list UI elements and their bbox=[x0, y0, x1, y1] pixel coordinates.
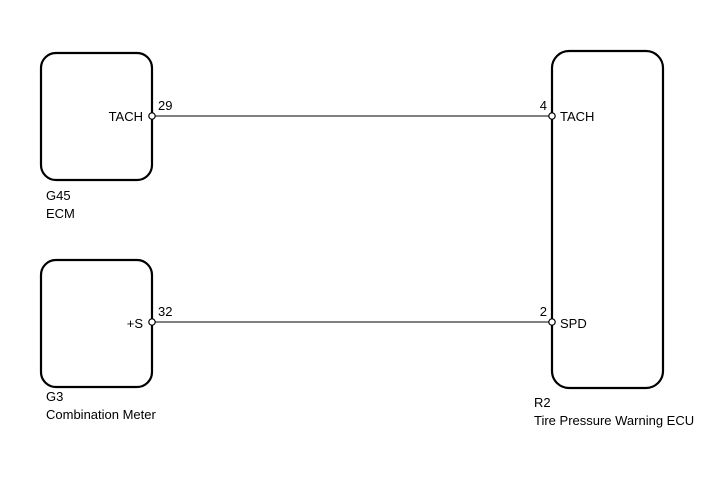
ecm-tach-terminal bbox=[148, 112, 156, 120]
ecm-pin-number: 29 bbox=[158, 98, 172, 113]
tpw-ecu-name: Tire Pressure Warning ECU bbox=[534, 413, 694, 428]
tpw-ecu-code: R2 bbox=[534, 395, 551, 410]
meter-code: G3 bbox=[46, 389, 63, 404]
meter-pin-label: +S bbox=[127, 316, 144, 331]
meter-pin-number: 32 bbox=[158, 304, 172, 319]
tpw-tach-pin-number: 4 bbox=[540, 98, 547, 113]
meter-s-terminal bbox=[148, 318, 156, 326]
ecm-name: ECM bbox=[46, 206, 75, 221]
tpw-spd-pin-label: SPD bbox=[560, 316, 587, 331]
ecm-code: G45 bbox=[46, 188, 71, 203]
tpw-tach-pin-label: TACH bbox=[560, 109, 594, 124]
tpw-spd-pin-number: 2 bbox=[540, 304, 547, 319]
ecm-pin-label: TACH bbox=[109, 109, 143, 124]
tpw-spd-terminal bbox=[548, 318, 556, 326]
meter-name: Combination Meter bbox=[46, 407, 156, 422]
tire-pressure-warning-ecu-box bbox=[550, 49, 665, 390]
tpw-tach-terminal bbox=[548, 112, 556, 120]
